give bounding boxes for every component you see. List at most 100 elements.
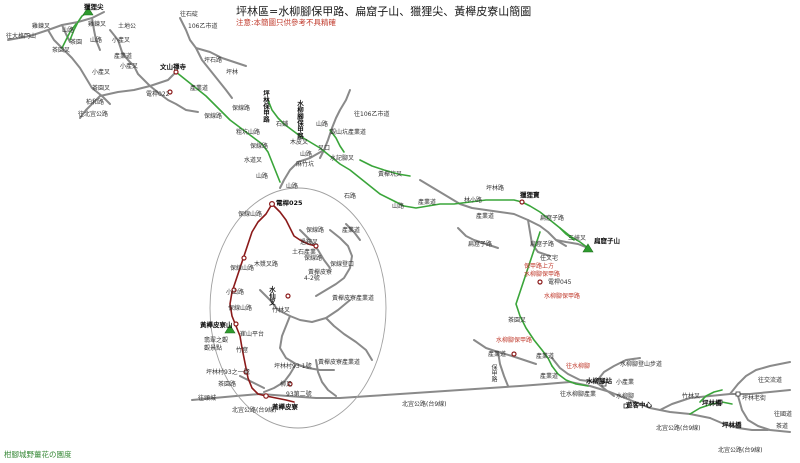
label-chakou: 叉口 — [318, 145, 331, 152]
road-east-small — [555, 239, 589, 249]
label-pinglin-93c: 93第二號 — [286, 391, 312, 398]
label-shuiliu-station: 水柳腳站 — [586, 377, 612, 385]
label-baojia-5: 保線路 — [306, 227, 325, 234]
label-shilu: 石路 — [344, 193, 357, 200]
label-bian-kuzi-road-3: 扁窟子路 — [530, 241, 555, 248]
label-pinglin-lao: 坪林老街 — [742, 395, 767, 402]
label-pinglin-nw: 坪林 — [226, 69, 239, 76]
label-road-106a: 106乙市道 — [188, 23, 218, 30]
waypoint-huangju — [263, 393, 269, 399]
label-huangju-4: 黃櫸皮寮 — [308, 269, 333, 276]
label-baojia-2: 保線路 — [204, 113, 223, 120]
road-loop-se — [315, 359, 337, 397]
road-loop-east — [325, 317, 373, 361]
label-bijiaoxi: 坪林路 — [486, 185, 505, 192]
label-beiyi-9a: 北宜公路(台9線) — [232, 407, 277, 414]
trail-guanshan — [329, 129, 345, 153]
label-shanlu-5: 山路 — [256, 173, 269, 180]
label-bian-kuzi-road-2: 扁窟子路 — [468, 241, 493, 248]
label-dian022: 電桿022 — [146, 91, 170, 98]
label-shanlu-3: 山路 — [316, 121, 329, 128]
label-baojia-kou: 保線登口 — [330, 261, 355, 268]
label-xiaozha-2: 小產叉 — [120, 63, 139, 70]
label-baojia-upper: 保甲路上方 — [524, 263, 555, 270]
label-shanlu-1: 山路 — [62, 27, 75, 34]
label-chayuan-cha: 茶園叉 — [508, 317, 527, 324]
label-chanye-road-5: 產業道 — [536, 353, 555, 360]
road-loop-sw — [259, 289, 351, 323]
road-beiyi-main — [191, 381, 571, 401]
trail-shuiliu-low — [551, 365, 589, 387]
label-chayuan-5: 茶道 — [776, 423, 789, 430]
road-to-wenshan — [99, 71, 177, 97]
label-huangjupiliao-hill: 黃櫸皮寮山 — [200, 321, 233, 329]
label-liu-cha: 柳叉 — [280, 381, 293, 388]
road-right-chanye — [419, 179, 487, 211]
label-shuiliu-baojia: 水柳腳保甲路 — [295, 100, 304, 139]
label-bian-kuzi-hill: 扁窟子山 — [594, 237, 620, 245]
road-nw-branch-b — [61, 24, 71, 43]
label-chayuan-cha-2: 茶園叉 — [92, 85, 111, 92]
road-east-up — [729, 361, 791, 395]
label-shuiliu-kou: 水柳腳登山步道 — [620, 361, 663, 368]
road-nw-branch-a — [47, 29, 111, 105]
label-pinglin-93b: 坪林村93-1號 — [274, 363, 312, 370]
label-chayuan-1: 茶園 — [70, 39, 83, 46]
summit-markers — [82, 6, 594, 334]
waypoint-hilltop-2 — [287, 381, 293, 387]
roads — [7, 11, 791, 433]
map-title: 坪林區=水柳腳保甲路、扁窟子山、獵狸尖、黃櫸皮寮山簡圖 — [236, 5, 532, 18]
label-baojia-6: 保線路 — [304, 255, 323, 262]
label-baojia-guan: 翡翠之觀 — [204, 337, 229, 344]
label-bian-kuzi-road-1: 扁窟子路 — [540, 215, 565, 222]
label-shanlu-7: 山路 — [392, 203, 405, 210]
waypoint-mid — [285, 293, 291, 299]
label-xiaochan-2: 水柳腳 — [616, 393, 635, 400]
road-chanye-w — [79, 95, 101, 119]
trail-bian-kuzi — [521, 201, 589, 249]
label-baojia-8: 保線山路 — [230, 265, 255, 272]
road-pinglin-link — [149, 85, 199, 113]
label-zhudong: 柏和路 — [86, 99, 105, 106]
label-pinglin-bridge: 坪林橋 — [702, 399, 722, 407]
label-xiaoshan-2: 保線山路 — [228, 305, 253, 312]
waypoints — [167, 69, 543, 399]
summit-liehlijian — [82, 6, 94, 16]
waypoint-baojia-2 — [233, 321, 239, 327]
road-shuiliu-up — [595, 357, 641, 383]
label-dian045: 電桿045 — [548, 279, 572, 286]
trail-pinglin-e2 — [699, 389, 723, 403]
label-beiyi-9b: 北宜公路(台9線) — [402, 401, 447, 408]
road-pinglin-93 — [239, 375, 265, 389]
label-pinglin-93: 坪林村93之一號 — [206, 369, 250, 376]
focus-area-ellipse — [209, 187, 387, 429]
label-to-tahadajiu: 往大格門山 — [6, 33, 37, 40]
label-chayuan-4: 茶園路 — [218, 381, 237, 388]
label-road-106b: 往106乙市道 — [354, 111, 390, 118]
waypoint-baojia — [241, 255, 247, 261]
route-shu — [265, 395, 295, 403]
road-loop-baojia — [315, 229, 353, 297]
label-ren-yiai: 任文宅 — [540, 255, 559, 262]
label-jingshi-pass: 雞鍊叉 — [32, 23, 51, 30]
label-pinglin-bridge-2: 坪林橋 — [722, 421, 742, 429]
road-loop-n — [299, 229, 331, 269]
label-four-two: 4-2號 — [304, 275, 320, 282]
trails — [61, 11, 733, 415]
marker-pinglin-bridge — [717, 399, 723, 405]
trail-shuiliu-baojia — [267, 99, 523, 209]
label-chanye-road-2: 產業道 — [190, 85, 209, 92]
label-chanye-7: 產業道 — [540, 373, 559, 380]
label-to-beiyi: 往北宜公路 — [78, 111, 109, 118]
red-route — [229, 203, 317, 403]
trail-east-descend — [515, 231, 553, 367]
label-xiaochanye: 小產業 — [616, 379, 635, 386]
road-pinglin-bridge — [659, 389, 791, 411]
label-baojia-3: 保線路 — [250, 143, 269, 150]
label-mupi-cha: 木皮叉 — [290, 139, 309, 146]
summit-bian-kuzi — [582, 243, 594, 253]
label-tianfu: 雞鍊叉 — [88, 21, 107, 28]
marker-visitor-center — [623, 403, 629, 409]
waypoint-dian045 — [537, 279, 543, 285]
label-to-toucheng: 往頭城 — [198, 395, 217, 402]
